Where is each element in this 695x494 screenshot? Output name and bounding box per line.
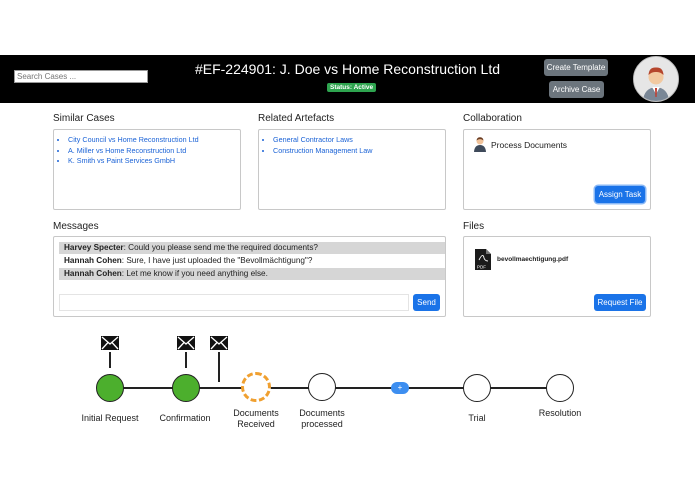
message-text: : Let me know if you need anything else. <box>121 269 268 278</box>
files-title: Files <box>463 221 485 232</box>
timeline-node-confirmation[interactable] <box>172 374 200 402</box>
timeline-label: Confirmation <box>159 413 211 423</box>
timeline-node-resolution[interactable] <box>546 374 574 402</box>
artefact-link[interactable]: General Contractor Laws <box>273 135 353 144</box>
similar-case-link[interactable]: K. Smith vs Paint Services GmbH <box>68 156 176 165</box>
similar-cases-panel: City Council vs Home Reconstruction Ltd … <box>53 129 241 210</box>
add-step-button[interactable]: + <box>391 382 409 394</box>
similar-case-link[interactable]: City Council vs Home Reconstruction Ltd <box>68 135 199 144</box>
list-item[interactable]: Construction Management Law <box>273 146 445 157</box>
message-item: Harvey Specter: Could you please send me… <box>59 242 445 254</box>
case-title: #EF-224901: J. Doe vs Home Reconstructio… <box>194 61 501 77</box>
timeline-node-initial-request[interactable] <box>96 374 124 402</box>
timeline-node-documents-received[interactable] <box>241 372 271 402</box>
user-avatar-icon <box>634 57 678 101</box>
mail-icon[interactable] <box>177 336 195 350</box>
archive-case-button[interactable]: Archive Case <box>549 81 604 98</box>
timeline-label: Documents processed <box>282 408 362 429</box>
list-item[interactable]: A. Miller vs Home Reconstruction Ltd <box>68 146 240 157</box>
create-template-button[interactable]: Create Template <box>544 59 608 76</box>
timeline-label: Documents Received <box>216 408 296 429</box>
avatar[interactable] <box>633 56 679 102</box>
file-type-label: PDF <box>477 265 486 270</box>
message-text: : Sure, I have just uploaded the "Bevoll… <box>121 256 313 265</box>
message-author: Harvey Specter <box>64 243 124 252</box>
person-icon <box>473 136 487 152</box>
messages-title: Messages <box>53 221 99 232</box>
mail-icon[interactable] <box>210 336 228 350</box>
send-button[interactable]: Send <box>413 294 440 311</box>
message-author: Hannah Cohen <box>64 256 122 265</box>
similar-case-link[interactable]: A. Miller vs Home Reconstruction Ltd <box>68 145 187 155</box>
file-name[interactable]: bevollmaechtigung.pdf <box>497 256 569 263</box>
timeline-node-documents-processed[interactable] <box>308 373 336 401</box>
related-artefacts-panel: General Contractor Laws Construction Man… <box>258 129 446 210</box>
collaboration-title: Collaboration <box>463 113 522 124</box>
search-input[interactable] <box>14 70 148 83</box>
mail-connector <box>109 352 111 368</box>
timeline-label: Resolution <box>538 408 582 418</box>
mail-connector <box>218 352 220 382</box>
timeline-label: Initial Request <box>81 413 139 423</box>
list-item[interactable]: K. Smith vs Paint Services GmbH <box>68 156 240 167</box>
message-item: Hannah Cohen: Let me know if you need an… <box>59 268 445 280</box>
assign-task-button[interactable]: Assign Task <box>595 186 645 203</box>
similar-cases-title: Similar Cases <box>53 113 115 124</box>
task-label: Process Documents <box>491 140 568 150</box>
request-file-button[interactable]: Request File <box>594 294 646 311</box>
related-artefacts-title: Related Artefacts <box>258 113 335 124</box>
message-author: Hannah Cohen <box>64 269 122 278</box>
artefact-link[interactable]: Construction Management Law <box>273 145 373 155</box>
mail-connector <box>185 352 187 368</box>
timeline-label: Trial <box>468 413 486 423</box>
timeline-node-trial[interactable] <box>463 374 491 402</box>
message-input[interactable] <box>59 294 409 311</box>
timeline-label-text: Documents processed <box>299 408 345 429</box>
message-text: : Could you please send me the required … <box>123 243 318 252</box>
list-item[interactable]: City Council vs Home Reconstruction Ltd <box>68 135 240 146</box>
pdf-file-icon[interactable]: PDF <box>475 249 491 270</box>
message-item: Hannah Cohen: Sure, I have just uploaded… <box>59 255 445 267</box>
status-badge: Status: Active <box>327 83 377 92</box>
mail-icon[interactable] <box>101 336 119 350</box>
list-item[interactable]: General Contractor Laws <box>273 135 445 146</box>
timeline-label-text: Documents Received <box>233 408 279 429</box>
